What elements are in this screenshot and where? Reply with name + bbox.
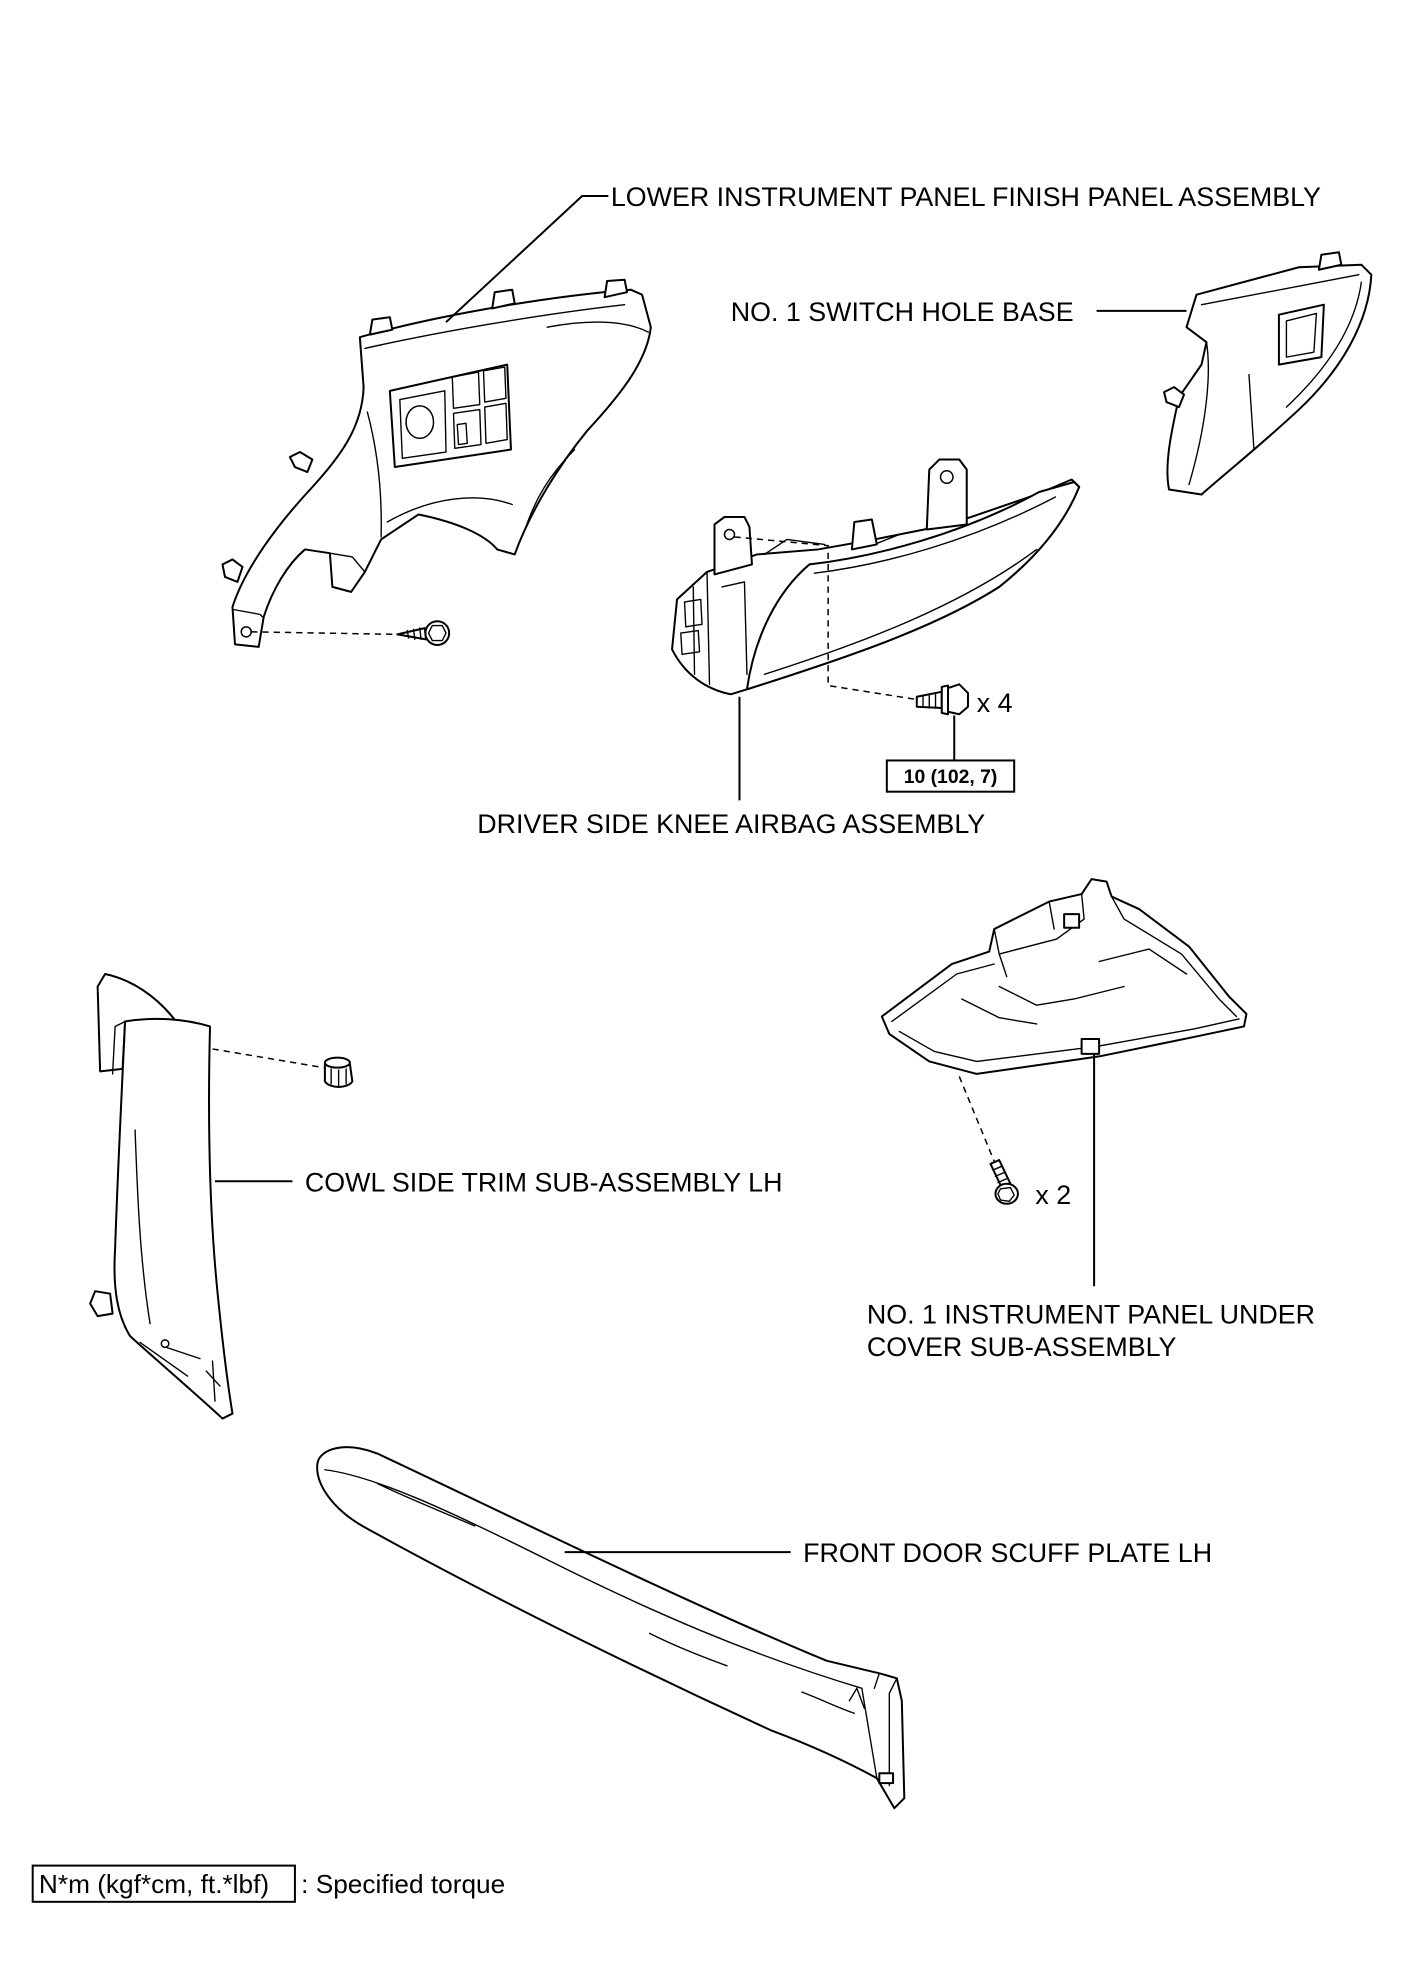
switch-cluster-buttons [399,366,508,459]
torque-value: 10 (102, 7) [904,766,998,788]
switch-hole-base-outline [1166,263,1373,496]
under-cover-outline [880,878,1248,1075]
knee-airbag-bracket-left [713,515,753,576]
knee-airbag-label: DRIVER SIDE KNEE AIRBAG ASSEMBLY [477,809,985,839]
switch-hole-base-clips [1163,251,1343,409]
knee-airbag-bolt [915,683,969,716]
lower-finish-panel-details [231,304,650,618]
knee-airbag-bracket-middle [850,518,878,551]
knee-airbag-front-cover [745,481,1081,691]
knee-airbag-bolt-head [947,683,969,716]
cowl-side-trim-details [111,1020,221,1402]
under-cover-screw-thread [992,1165,1008,1184]
under-cover-screw [989,1159,1019,1205]
legend-description: : Specified torque [301,1869,505,1899]
scuff-plate-part [316,1446,906,1810]
cowl-side-trim-outline [113,1017,234,1420]
cowl-push-clip-ribs [330,1068,347,1088]
lower-panel-screw-head-hex [427,624,447,642]
knee-airbag-bracket-right [925,458,968,531]
cowl-side-trim-clip [89,1290,114,1318]
under-cover-part [880,878,1248,1075]
knee-airbag-bolt-flange [940,684,950,716]
lower-panel-screw-thread [406,627,422,641]
legend-unit-text: N*m (kgf*cm, ft.*lbf) [39,1869,269,1899]
lower-panel-screw-dashed-line [251,631,398,636]
scuff-plate-tab [878,1772,895,1785]
under-cover-label-line1: NO. 1 INSTRUMENT PANEL UNDER [867,1300,1315,1330]
cowl-clip-dashed-line [212,1048,324,1069]
lower-finish-panel-part [221,278,652,648]
lower-panel-label: LOWER INSTRUMENT PANEL FINISH PANEL ASSE… [611,182,1321,212]
switch-hole-base-details [1188,274,1363,486]
knee-airbag-bracket-left-hole [723,528,736,541]
cowl-side-trim-part [89,973,234,1420]
under-cover-screw-quantity: x 2 [1035,1180,1071,1210]
cowl-push-clip-head [323,1056,351,1069]
under-cover-screw-dashed-line [958,1076,995,1162]
switch-hole-inner [1285,312,1318,358]
lower-panel-leader-line [445,195,609,323]
scuff-plate-details [324,1469,898,1787]
under-cover-latch [1080,1037,1101,1055]
torque-legend: N*m (kgf*cm, ft.*lbf) : Specified torque [31,1864,505,1903]
scuff-plate-label: FRONT DOOR SCUFF PLATE LH [803,1538,1212,1568]
under-cover-details [891,893,1240,1063]
knee-airbag-bolt-thread [922,692,937,709]
scuff-plate-outline [316,1446,906,1810]
switch-hole-opening [1277,303,1325,366]
legend-unit-box [31,1864,296,1903]
lower-panel-screw-shank [396,627,428,641]
lower-finish-panel-screw-hole [240,626,252,638]
under-cover-label-line2: COVER SUB-ASSEMBLY [867,1332,1177,1362]
knee-airbag-bolt-dashed-line [734,536,916,701]
lower-finish-panel-clips [221,278,629,583]
knee-airbag-part [671,458,1081,696]
switch-knob [405,405,435,440]
lower-finish-panel-outline [231,288,652,648]
knee-airbag-bolt-quantity: x 4 [977,688,1013,718]
switch-hole-base-part [1163,251,1373,496]
knee-airbag-details [680,496,1057,685]
torque-box [885,759,1016,793]
switch-base-label: NO. 1 SWITCH HOLE BASE [731,297,1074,327]
cowl-push-clip [323,1056,354,1089]
cowl-trim-label: COWL SIDE TRIM SUB-ASSEMBLY LH [305,1167,783,1197]
cowl-side-trim-hole [160,1339,170,1349]
under-cover-clip-square [1063,913,1081,929]
under-cover-screw-head-hex [997,1186,1015,1202]
knee-airbag-bracket-right-hole [939,470,954,485]
lower-panel-screw [396,620,451,646]
